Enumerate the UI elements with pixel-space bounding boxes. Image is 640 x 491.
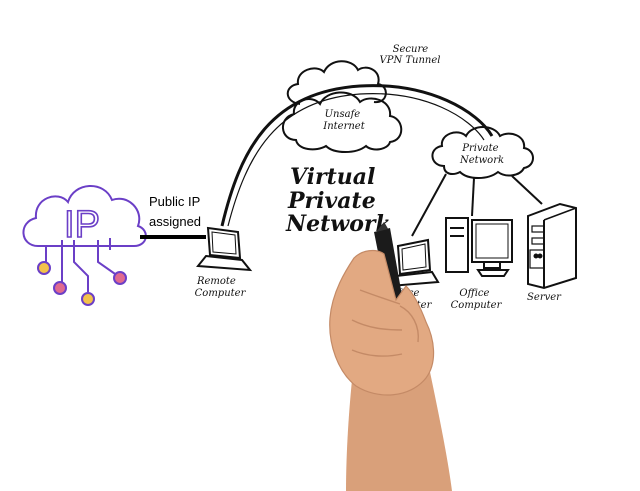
remote-computer-label: Remote Computer (195, 276, 247, 299)
private-network-cloud (431, 126, 534, 179)
secure-vpn-label: Secure VPN Tunnel (380, 44, 441, 66)
vpn-title: Virtual Private Network (285, 164, 391, 237)
private-network-links (411, 173, 543, 237)
hand (329, 249, 435, 396)
office-computer-desktop-label: Office Computer (451, 288, 503, 311)
server-label: Server (527, 292, 562, 303)
office-desktop-icon (445, 217, 513, 277)
forearm (346, 372, 452, 491)
remote-computer-laptop-icon (196, 226, 253, 272)
ip-cloud-icon (22, 185, 147, 292)
vpn-tunnel-arc-inner (227, 93, 485, 227)
ip-letters: IP (64, 204, 100, 246)
public-ip-label: Public IP assigned (149, 194, 204, 229)
hand-with-marker (329, 222, 452, 491)
private-network-label: Private Network (459, 143, 504, 166)
unsafe-internet-label: Unsafe Internet (322, 109, 365, 132)
ip-dot-yellow-1 (37, 261, 51, 275)
unsafe-internet-cloud (282, 91, 403, 153)
secure-vpn-cloud (286, 60, 387, 105)
ip-dot-pink-2 (113, 271, 127, 285)
ip-dot-pink-1 (53, 281, 67, 295)
server-icon (527, 202, 577, 290)
vpn-tunnel-arc (220, 84, 494, 227)
ip-dot-yellow-2 (81, 292, 95, 306)
